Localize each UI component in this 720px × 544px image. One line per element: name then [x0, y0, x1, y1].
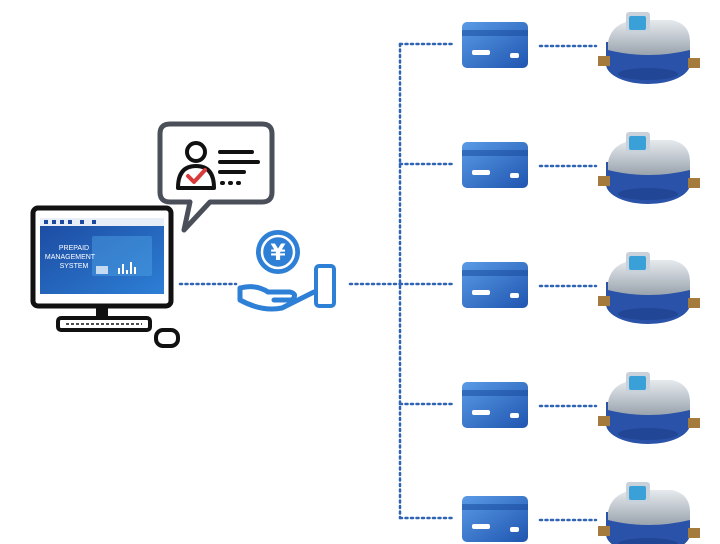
water-meter-icon: [598, 482, 700, 544]
hand-icon: [237, 284, 317, 312]
user-info-bubble: [157, 121, 275, 233]
user-check-icon: [176, 141, 216, 190]
monitor-screen: [40, 218, 164, 294]
card-icon: [462, 382, 528, 428]
water-meter-icon: [598, 252, 700, 324]
screen-mini-chart: [96, 262, 136, 274]
info-lines-icon: [218, 150, 260, 185]
cuff: [314, 264, 336, 308]
water-meter-icon: [598, 12, 700, 84]
card-icon: [462, 496, 528, 542]
card-icon: [462, 22, 528, 68]
currency-symbol: ¥: [270, 241, 286, 266]
water-meter-icon: [598, 132, 700, 204]
screen-line-1: PREPAID: [59, 245, 89, 252]
screen-line-2: MANAGEMENT: [45, 254, 96, 261]
monitor-stand: [96, 306, 108, 316]
computer-icon: PREPAID MANAGEMENT SYSTEM: [30, 205, 180, 348]
water-meter-icon: [598, 372, 700, 444]
card-icon: [462, 142, 528, 188]
connector-lines: [178, 42, 598, 522]
payment-hand-icon: ¥: [237, 230, 336, 312]
card-icon: [462, 262, 528, 308]
mouse: [154, 328, 180, 348]
screen-line-3: SYSTEM: [60, 263, 89, 270]
